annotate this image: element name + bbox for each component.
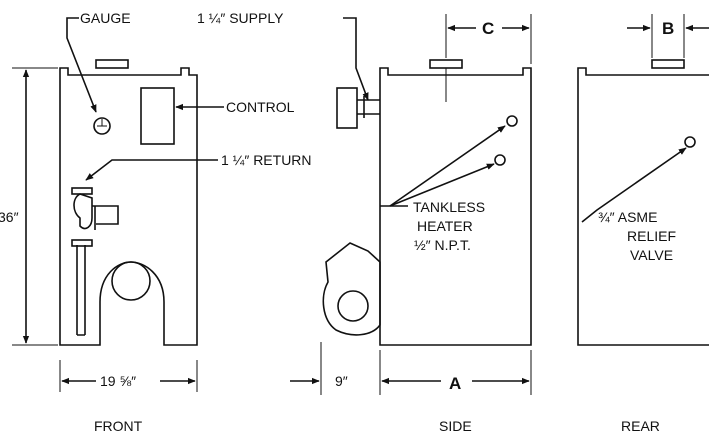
- gauge-needle: [97, 119, 107, 127]
- control-label: CONTROL: [226, 99, 295, 115]
- tankless-leader-upper: [389, 125, 506, 207]
- rear-body-outline: [577, 67, 709, 346]
- front-view-caption: FRONT: [94, 418, 143, 434]
- tankless-label-line1: TANKLESS: [413, 199, 485, 215]
- rear-view-caption: REAR: [621, 418, 660, 434]
- tankless-leader-lower: [389, 163, 495, 207]
- relief-label-line2: RELIEF: [627, 228, 676, 244]
- height-dimension-label: 36″: [0, 209, 19, 225]
- relief-valve-fitting: [684, 136, 696, 148]
- burner-port: [111, 261, 151, 301]
- lower-flange: [71, 239, 93, 247]
- gauge-leader: [66, 17, 97, 113]
- front-view: [59, 59, 198, 346]
- rear-top-collar: [651, 59, 685, 69]
- side-control-box: [336, 87, 358, 129]
- width-dimension-label: 19 ⅝″: [100, 373, 136, 389]
- upper-flange: [71, 187, 93, 195]
- side-body-outline: [379, 67, 532, 346]
- tankless-fitting-upper: [506, 115, 518, 127]
- offset-dimension-label: 9″: [335, 373, 348, 389]
- supply-leader: [343, 17, 369, 101]
- tankless-label-line2: HEATER: [417, 218, 473, 234]
- return-pipe: [76, 245, 86, 336]
- tankless-label-line3: ½″ N.P.T.: [414, 237, 471, 253]
- side-view-caption: SIDE: [439, 418, 472, 434]
- gauge-dial: [93, 117, 111, 135]
- front-body-outline: [59, 67, 198, 346]
- return-label: 1 ¼″ RETURN: [221, 152, 312, 168]
- side-view: [322, 59, 532, 346]
- side-top-collar: [429, 59, 463, 69]
- rear-view: [577, 59, 709, 346]
- tankless-fitting-lower: [494, 154, 506, 166]
- return-leader: [85, 159, 218, 181]
- circulator-pump: [73, 193, 93, 230]
- relief-label-line1: ¾″ ASME: [598, 209, 657, 225]
- dim-a-label: A: [449, 374, 461, 393]
- burner-fan-port: [337, 290, 369, 322]
- control-box: [140, 87, 175, 145]
- relief-label-line3: VALVE: [630, 247, 673, 263]
- supply-label: 1 ¼″ SUPPLY: [197, 10, 284, 26]
- dim-b-label: B: [662, 19, 674, 38]
- relief-leader: [581, 147, 687, 223]
- pump-motor: [92, 205, 119, 225]
- gauge-label: GAUGE: [80, 10, 131, 26]
- front-top-collar: [95, 59, 129, 69]
- dim-c-label: C: [482, 19, 494, 38]
- burner-housing: [322, 242, 381, 336]
